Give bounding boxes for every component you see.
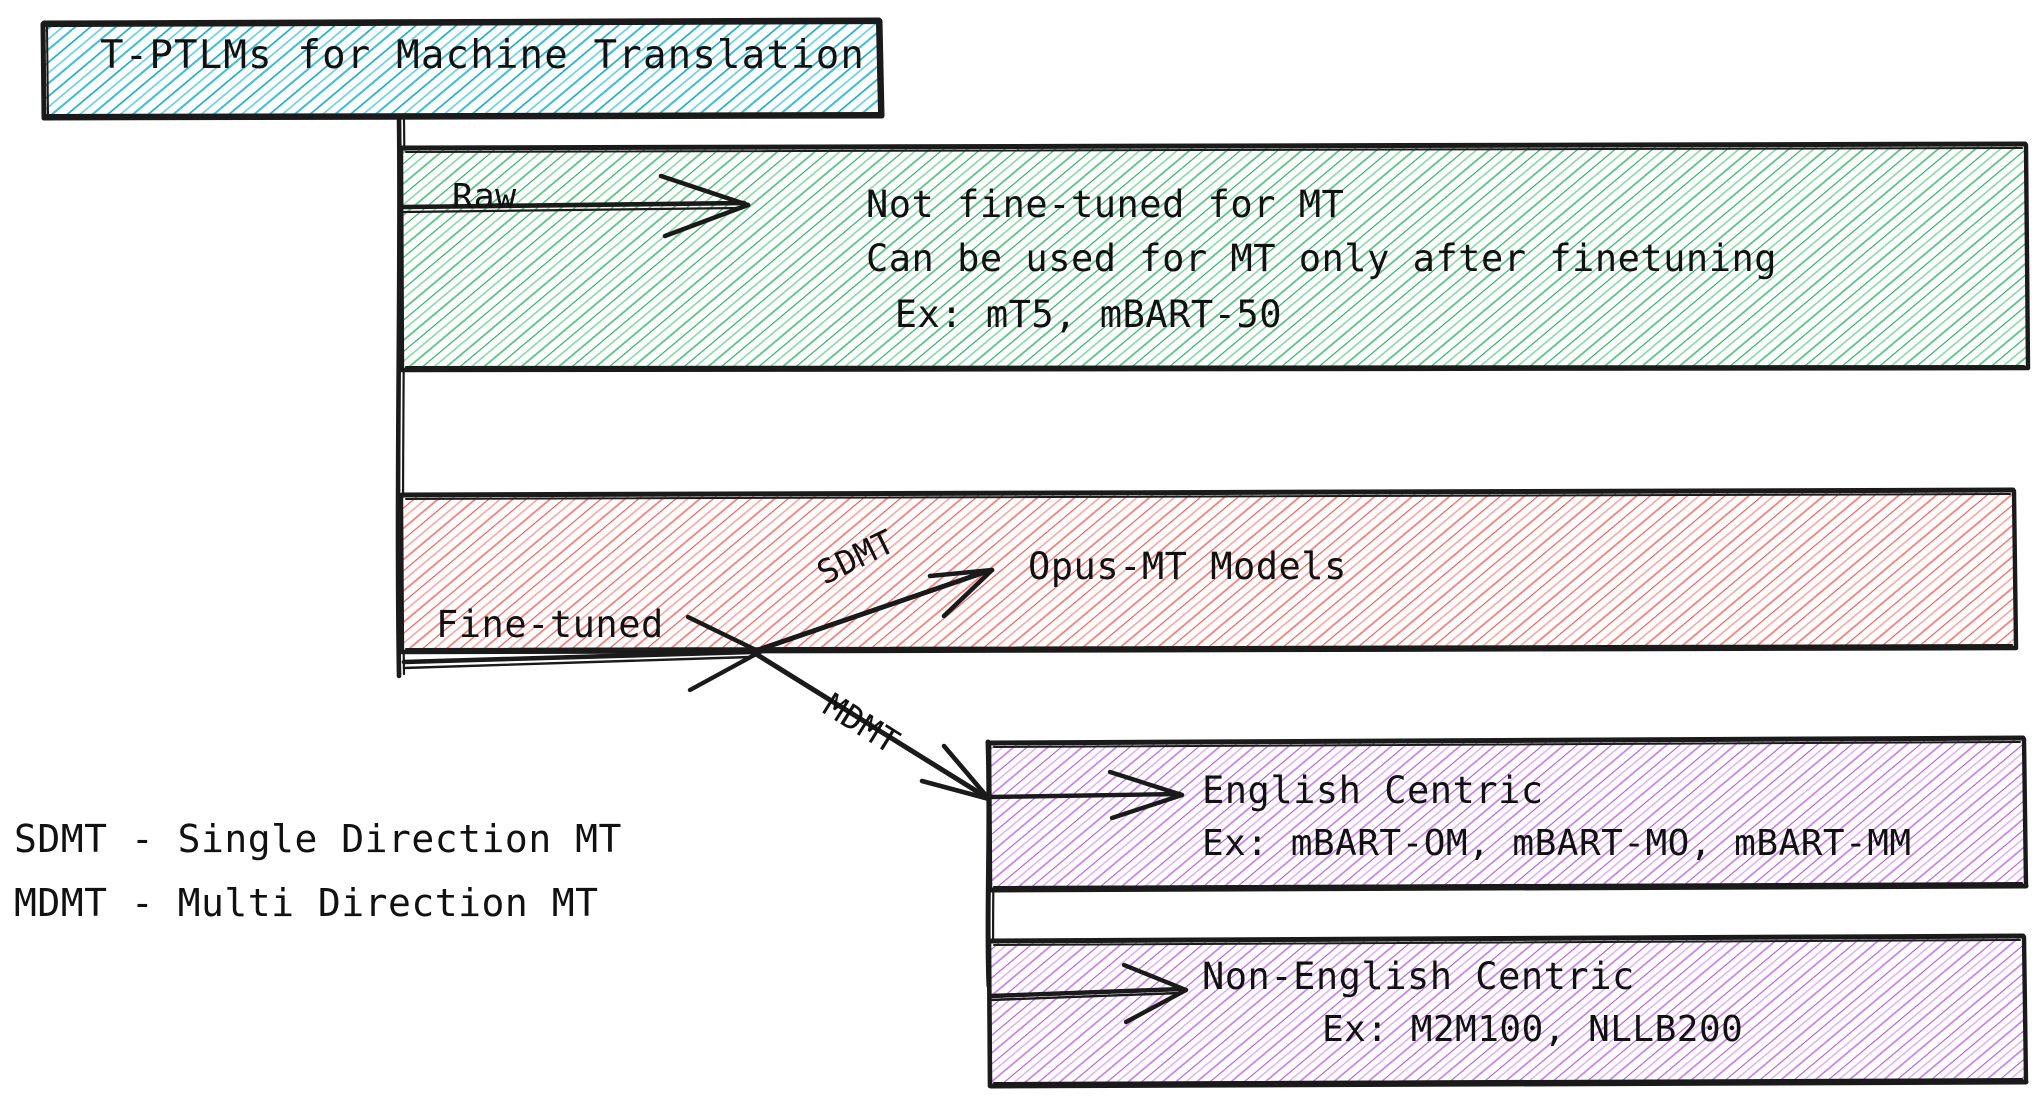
- english-centric-line-1: English Centric: [1202, 769, 1544, 812]
- mdmt-arrow: [753, 651, 992, 802]
- fine-tuned-box-line-1: Opus-MT Models: [1028, 545, 1347, 588]
- non-english-centric-arrow: [987, 962, 1189, 1025]
- non-english-centric-box: [986, 933, 2029, 1089]
- non-english-centric-line-2: Ex: M2M100, NLLB200: [1322, 1009, 1744, 1050]
- raw-label-underline: [451, 202, 513, 208]
- non-english-centric-line-1: Non-English Centric: [1202, 955, 1635, 998]
- english-centric-line-2: Ex: mBART-OM, mBART-MO, mBART-MM: [1202, 823, 1912, 864]
- sdmt-arrow: [749, 567, 995, 655]
- english-centric-arrow: [989, 769, 1185, 821]
- page-title: T-PTLMs for Machine Translation: [100, 33, 866, 78]
- legend-item-mdmt: MDMT - Multi Direction MT: [14, 881, 599, 925]
- fine-tuned-box: [398, 487, 2019, 655]
- fine-tuned-connector: [401, 614, 763, 693]
- raw-box-line-3: Ex: mT5, mBART-50: [872, 293, 1282, 336]
- title-box: [40, 17, 885, 121]
- edge-label-fine-tuned: Fine-tuned: [436, 603, 664, 646]
- edge-label-raw: Raw: [452, 177, 517, 217]
- raw-box: [398, 141, 2031, 373]
- legend-item-sdmt: SDMT - Single Direction MT: [14, 817, 622, 861]
- raw-box-line-2: Can be used for MT only after finetuning: [866, 237, 1778, 280]
- english-centric-box: [986, 735, 2029, 893]
- raw-box-line-1: Not fine-tuned for MT: [866, 183, 1345, 226]
